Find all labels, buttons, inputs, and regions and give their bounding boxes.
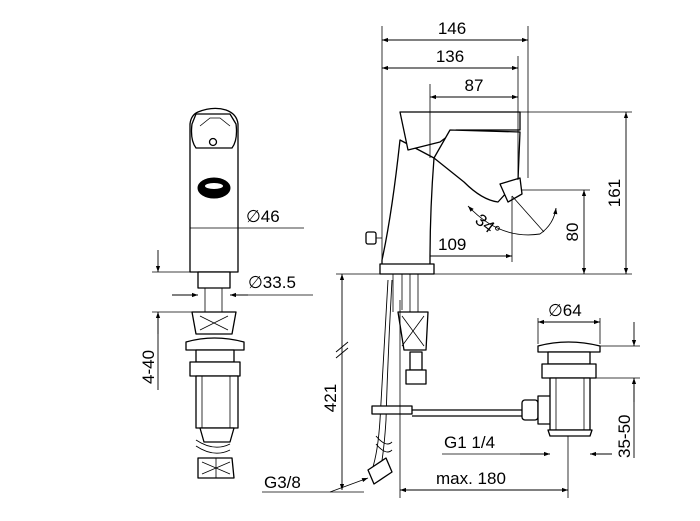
dim-136-label: 136 xyxy=(436,47,464,66)
dim-421-label: 421 xyxy=(321,384,340,412)
dim-161-label: 161 xyxy=(605,179,624,207)
dim-80-label: 80 xyxy=(563,223,582,242)
mounting-shank xyxy=(197,271,231,289)
g114-label: G1 1/4 xyxy=(444,433,495,452)
dim-87-label: 87 xyxy=(465,76,484,95)
waste-plug-side xyxy=(537,341,601,353)
dim-146-label: 146 xyxy=(438,19,466,38)
front-view: ∅46 ∅33.5 4-40 xyxy=(139,107,313,479)
dim-109-label: 109 xyxy=(438,235,466,254)
waste-plug-front xyxy=(185,337,245,351)
g38-label: G3/8 xyxy=(264,473,301,492)
max-180-label: max. 180 xyxy=(436,469,506,488)
spout-side xyxy=(433,129,521,203)
faucet-body-side xyxy=(381,139,435,273)
angle-34-label: 34° xyxy=(472,210,504,241)
dim-35-50-label: 35-50 xyxy=(615,415,634,458)
indicator-dot xyxy=(208,137,218,147)
waste-body-front xyxy=(195,375,239,429)
diameter-46-label: ∅46 xyxy=(246,207,280,226)
diameter-64-label: ∅64 xyxy=(548,301,582,320)
diameter-33-label: ∅33.5 xyxy=(248,273,296,292)
side-view: 146 136 87 161 80 34° 109 421 G3/8 xyxy=(262,19,640,498)
dim-4-40-label: 4-40 xyxy=(139,350,158,384)
